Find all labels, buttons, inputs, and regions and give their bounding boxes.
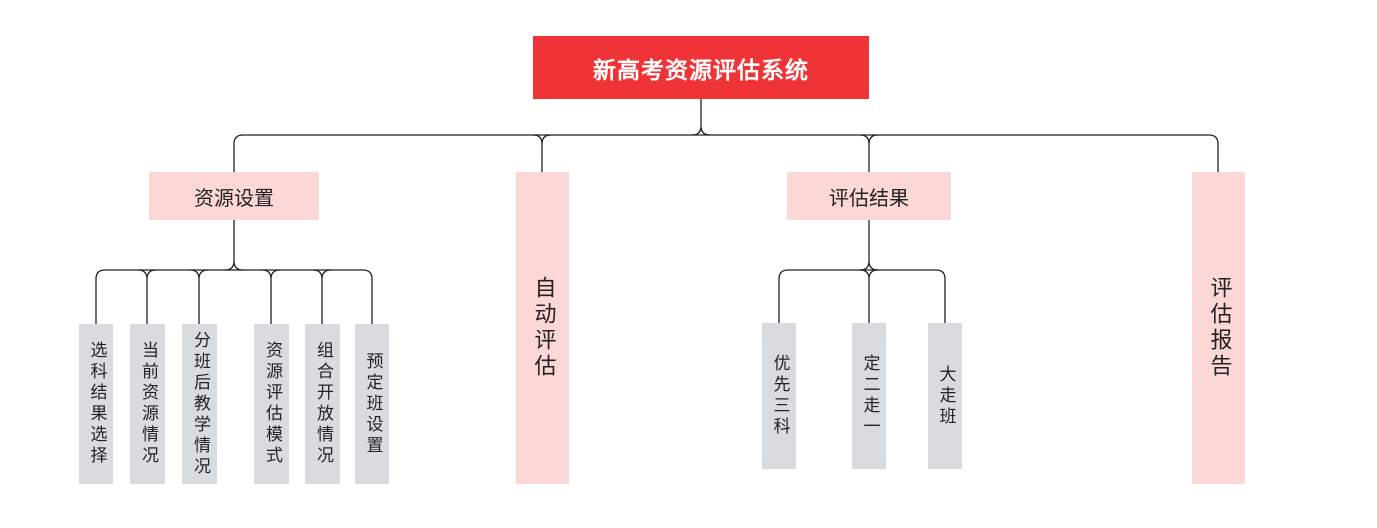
leaf-label: 预定班设置 — [362, 351, 383, 457]
resource-link-branch-3 — [261, 269, 281, 324]
root-link-branch-0 — [233, 134, 244, 172]
leaf-priority-three[interactable]: 优先三科 — [762, 323, 796, 469]
leaf-label: 大走班 — [935, 364, 956, 428]
root-link-branch-3 — [1208, 134, 1219, 172]
leaf-label: 定二走一 — [859, 354, 880, 438]
category-auto-evaluation[interactable]: 自动评估 — [516, 172, 569, 484]
root-node[interactable]: 新高考资源评估系统 — [533, 36, 869, 99]
resource-link-trunk — [224, 220, 244, 271]
leaf-subject-selection[interactable]: 选科结果选择 — [79, 324, 113, 484]
leaf-label: 选科结果选择 — [86, 341, 107, 467]
category-label: 资源设置 — [194, 185, 274, 210]
result-link-branch-2 — [935, 269, 946, 323]
leaf-label: 优先三科 — [769, 354, 790, 438]
leaf-post-division-teaching[interactable]: 分班后教学情况 — [182, 324, 217, 484]
category-evaluation-report[interactable]: 评估报告 — [1192, 172, 1245, 484]
category-evaluation-results[interactable]: 评估结果 — [787, 172, 951, 220]
leaf-current-resources[interactable]: 当前资源情况 — [130, 324, 165, 484]
leaf-fix-two-walk-one[interactable]: 定二走一 — [852, 323, 886, 469]
leaf-label: 分班后教学情况 — [190, 330, 210, 478]
leaf-reserved-class-settings[interactable]: 预定班设置 — [355, 324, 389, 484]
category-resource-settings[interactable]: 资源设置 — [149, 172, 319, 220]
resource-link-branch-1 — [137, 269, 157, 324]
category-label: 评估报告 — [1206, 276, 1232, 380]
result-link-branch-0 — [778, 269, 789, 323]
leaf-label: 当前资源情况 — [138, 341, 158, 467]
resource-link-branch-5 — [362, 269, 373, 324]
root-link-trunk — [691, 99, 711, 136]
leaf-combination-status[interactable]: 组合开放情况 — [305, 324, 340, 484]
category-label: 自动评估 — [530, 276, 556, 380]
root-label: 新高考资源评估系统 — [593, 57, 809, 84]
root-link-branch-1 — [532, 134, 552, 172]
leaf-label: 组合开放情况 — [313, 341, 333, 467]
category-label: 评估结果 — [829, 185, 909, 210]
leaf-label: 资源评估模式 — [262, 341, 282, 467]
resource-link-branch-0 — [95, 269, 106, 324]
resource-link-branch-4 — [312, 269, 332, 324]
leaf-full-walking-class[interactable]: 大走班 — [928, 323, 962, 469]
root-link-branch-2 — [859, 134, 879, 172]
result-link-branch-1 — [859, 269, 879, 323]
resource-link-branch-2 — [189, 269, 209, 324]
leaf-evaluation-mode[interactable]: 资源评估模式 — [254, 324, 289, 484]
result-link-trunk — [859, 220, 879, 271]
